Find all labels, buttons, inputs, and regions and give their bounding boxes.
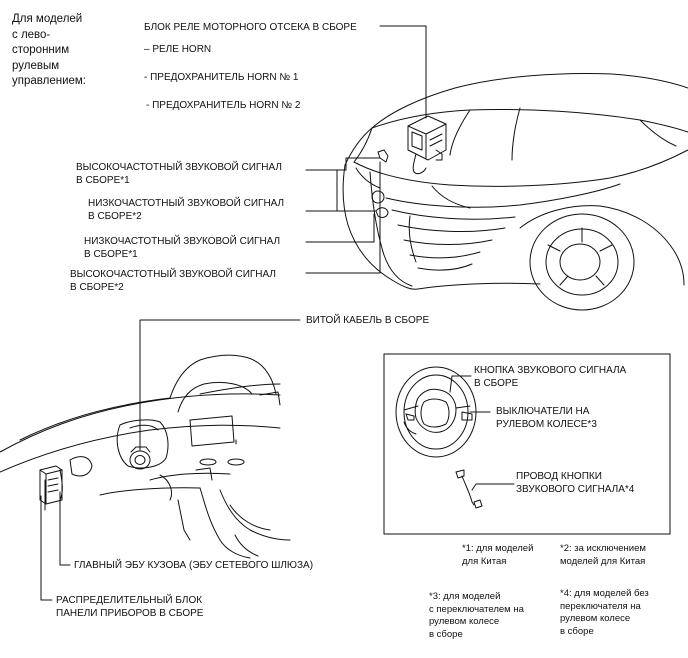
dashboard-illustration (0, 354, 291, 559)
footnote-2: *2: за исключением моделей для Китая (560, 543, 646, 567)
spiral-cable-label: ВИТОЙ КАБЕЛЬ В СБОРЕ (306, 315, 430, 326)
low-horn-label-1: НИЗКОЧАСТОТНЫЙ ЗВУКОВОЙ СИГНАЛ В СБОРЕ*1 (84, 236, 281, 260)
footnote-4: *4: для моделей без переключателя на рул… (560, 588, 649, 637)
relay-item-horn-fuse-2: - ПРЕДОХРАНИТЕЛЬ HORN № 2 (146, 100, 301, 111)
high-horn-label-1: ВЫСОКОЧАСТОТНЫЙ ЗВУКОВОЙ СИГНАЛ В СБОРЕ*… (76, 162, 282, 186)
footnote-3: *3: для моделей с переключателем на руле… (429, 591, 524, 640)
wheel-switches-label: ВЫКЛЮЧАТЕЛИ НА РУЛЕВОМ КОЛЕСЕ*3 (496, 406, 597, 430)
horn-wire-illustration (455, 469, 483, 509)
high-horn-label-2: ВЫСОКОЧАСТОТНЫЙ ЗВУКОВОЙ СИГНАЛ В СБОРЕ*… (70, 269, 276, 293)
intro-text: Для моделей с лево- сторонним рулевым уп… (12, 13, 86, 87)
car-front-illustration (342, 73, 688, 311)
low-horn-label-2: НИЗКОЧАСТОТНЫЙ ЗВУКОВОЙ СИГНАЛ В СБОРЕ*2 (88, 198, 285, 222)
footnote-1: *1: для моделей для Китая (462, 543, 534, 567)
horn-wire-label: ПРОВОД КНОПКИ ЗВУКОВОГО СИГНАЛА*4 (516, 471, 635, 495)
main-body-ecu-label: ГЛАВНЫЙ ЭБУ КУЗОВА (ЭБУ СЕТЕВОГО ШЛЮЗА) (74, 560, 314, 571)
horn-button-label: КНОПКА ЗВУКОВОГО СИГНАЛА В СБОРЕ (474, 365, 627, 389)
relay-item-horn-relay: – РЕЛЕ HORN (144, 44, 212, 55)
inset-frame (383, 353, 671, 535)
steering-wheel-illustration (395, 366, 477, 458)
leader-lines (40, 25, 515, 601)
relay-block-label: БЛОК РЕЛЕ МОТОРНОГО ОТСЕКА В СБОРЕ (144, 22, 357, 33)
relay-item-horn-fuse-1: - ПРЕДОХРАНИТЕЛЬ HORN № 1 (144, 72, 299, 83)
junction-block-label: РАСПРЕДЕЛИТЕЛЬНЫЙ БЛОК ПАНЕЛИ ПРИБОРОВ В… (56, 595, 204, 619)
